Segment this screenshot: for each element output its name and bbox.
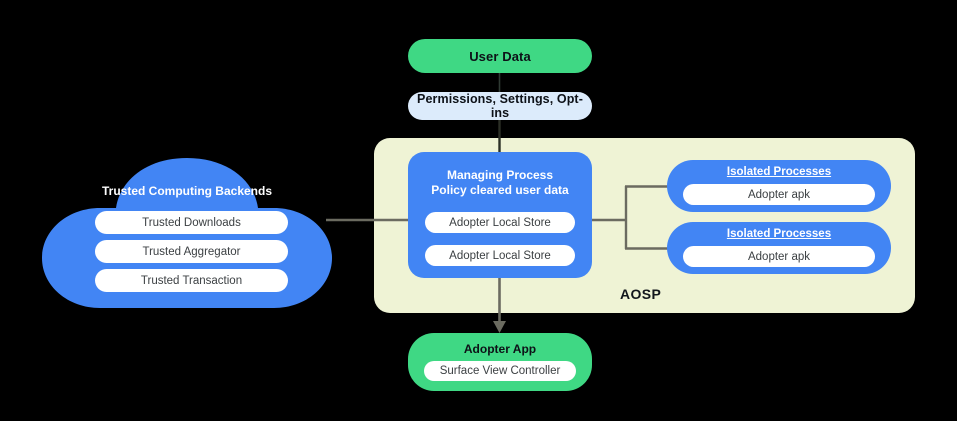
aosp-label: AOSP: [620, 286, 662, 302]
isolated-process-title-0: Isolated Processes: [726, 166, 832, 178]
adopter-local-store-0[interactable]: Adopter Local Store: [425, 212, 575, 233]
managing-process-node[interactable]: Managing Process Policy cleared user dat…: [408, 152, 592, 278]
trusted-transaction-pill[interactable]: Trusted Transaction: [95, 269, 288, 292]
adopter-apk-0[interactable]: Adopter apk: [683, 184, 875, 205]
arrowhead-to-adopter-app: [493, 321, 506, 333]
adopter-app-title: Adopter App: [463, 342, 537, 356]
isolated-process-title-1: Isolated Processes: [726, 228, 832, 240]
isolated-process-node-0[interactable]: Isolated Processes Adopter apk: [667, 160, 891, 212]
trusted-computing-backends-cloud[interactable]: Trusted Computing Backends Trusted Downl…: [42, 158, 332, 308]
cloud-title: Trusted Computing Backends: [101, 184, 273, 198]
trusted-downloads-pill[interactable]: Trusted Downloads: [95, 211, 288, 234]
surface-view-controller[interactable]: Surface View Controller: [424, 361, 576, 381]
adopter-app-node[interactable]: Adopter App Surface View Controller: [408, 333, 592, 391]
managing-process-title: Managing Process Policy cleared user dat…: [431, 168, 569, 197]
adopter-apk-1[interactable]: Adopter apk: [683, 246, 875, 267]
isolated-process-node-1[interactable]: Isolated Processes Adopter apk: [667, 222, 891, 274]
permissions-settings-optins-node[interactable]: Permissions, Settings, Opt-ins: [408, 92, 592, 120]
trusted-aggregator-pill[interactable]: Trusted Aggregator: [95, 240, 288, 263]
adopter-local-store-1[interactable]: Adopter Local Store: [425, 245, 575, 266]
user-data-node[interactable]: User Data: [408, 39, 592, 73]
